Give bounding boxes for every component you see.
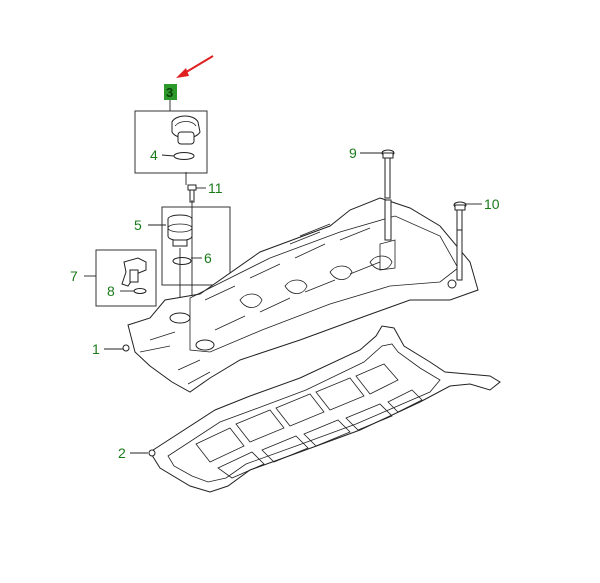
bolt-11[interactable] (187, 184, 197, 203)
callout-8[interactable]: 8 (107, 283, 115, 299)
o-ring-8[interactable] (133, 288, 147, 294)
breather-group-frame (161, 206, 231, 286)
svg-text:3: 3 (166, 85, 173, 100)
callout-3[interactable]: 3 (164, 84, 177, 100)
gasket-2[interactable] (148, 325, 501, 493)
callout-10[interactable]: 10 (484, 196, 500, 212)
breather-valve-5[interactable] (167, 214, 193, 247)
callout-6[interactable]: 6 (204, 250, 212, 266)
o-ring-4[interactable] (173, 152, 195, 160)
red-arrow-icon (176, 55, 214, 78)
o-ring-6[interactable] (172, 257, 192, 265)
sensor-7[interactable] (121, 257, 147, 287)
callout-2[interactable]: 2 (118, 445, 126, 461)
valve-cover-1[interactable] (122, 197, 479, 393)
oil-filler-cap[interactable] (171, 115, 201, 145)
cap-group-frame (134, 110, 208, 174)
bolt-9[interactable] (381, 149, 395, 199)
bolt-10[interactable] (453, 201, 467, 231)
callout-7[interactable]: 7 (70, 268, 78, 284)
callout-1[interactable]: 1 (92, 341, 100, 357)
callout-11[interactable]: 11 (208, 180, 223, 196)
callout-5[interactable]: 5 (134, 217, 142, 233)
callout-9[interactable]: 9 (349, 145, 357, 161)
callout-4[interactable]: 4 (150, 147, 158, 163)
sensor-group-frame (95, 249, 157, 307)
